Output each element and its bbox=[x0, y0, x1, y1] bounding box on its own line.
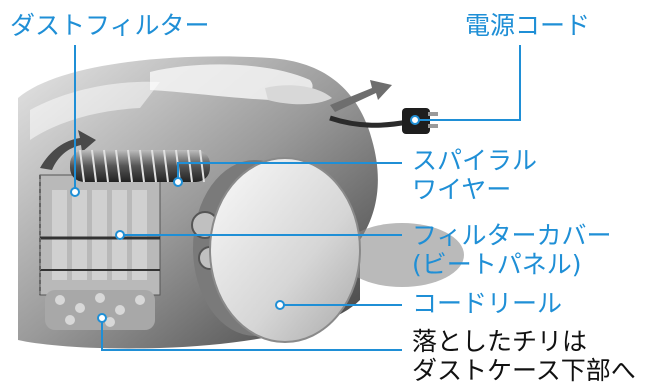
leader-line-dust-note bbox=[101, 318, 402, 351]
endpoint-cord-reel bbox=[275, 300, 285, 310]
label-filter-cover-line-1: フィルターカバー bbox=[412, 221, 612, 250]
label-power-cord-text: 電源コード bbox=[465, 11, 591, 40]
label-dust-note-line-2: ダストケース下部へ bbox=[412, 355, 636, 385]
cord-reel-graphic bbox=[191, 157, 361, 343]
endpoint-power-cord bbox=[410, 115, 420, 125]
label-cord-reel-text: コードリール bbox=[412, 289, 563, 318]
dust-particles bbox=[45, 290, 155, 330]
label-spiral-wire-line-2: ワイヤー bbox=[412, 174, 512, 204]
label-dust-filter: ダストフィルター bbox=[10, 11, 210, 41]
leader-line-spiral-wire bbox=[177, 162, 402, 182]
label-dust-filter-text: ダストフィルター bbox=[10, 11, 210, 40]
endpoint-dust-filter bbox=[70, 187, 80, 197]
leader-line-power-cord bbox=[415, 45, 521, 121]
label-filter-cover-line-2: (ビートパネル) bbox=[412, 249, 582, 279]
leader-endpoints bbox=[70, 115, 420, 323]
label-dust-note: 落としたチリは ダストケース下部へ bbox=[412, 327, 636, 386]
airflow-arrows bbox=[40, 80, 392, 170]
label-power-cord: 電源コード bbox=[465, 11, 591, 41]
endpoint-dust-note bbox=[97, 313, 107, 323]
spiral-wire-graphic bbox=[70, 149, 210, 183]
label-spiral-wire-line-1: スパイラル bbox=[412, 146, 538, 175]
label-filter-cover: フィルターカバー (ビートパネル) bbox=[412, 221, 612, 280]
endpoint-filter-cover bbox=[115, 230, 125, 240]
label-cord-reel: コードリール bbox=[412, 289, 563, 319]
label-spiral-wire: スパイラル ワイヤー bbox=[412, 146, 538, 205]
label-dust-note-line-1: 落としたチリは bbox=[412, 327, 588, 356]
leader-lines bbox=[74, 45, 521, 351]
endpoint-spiral-wire bbox=[173, 177, 183, 187]
